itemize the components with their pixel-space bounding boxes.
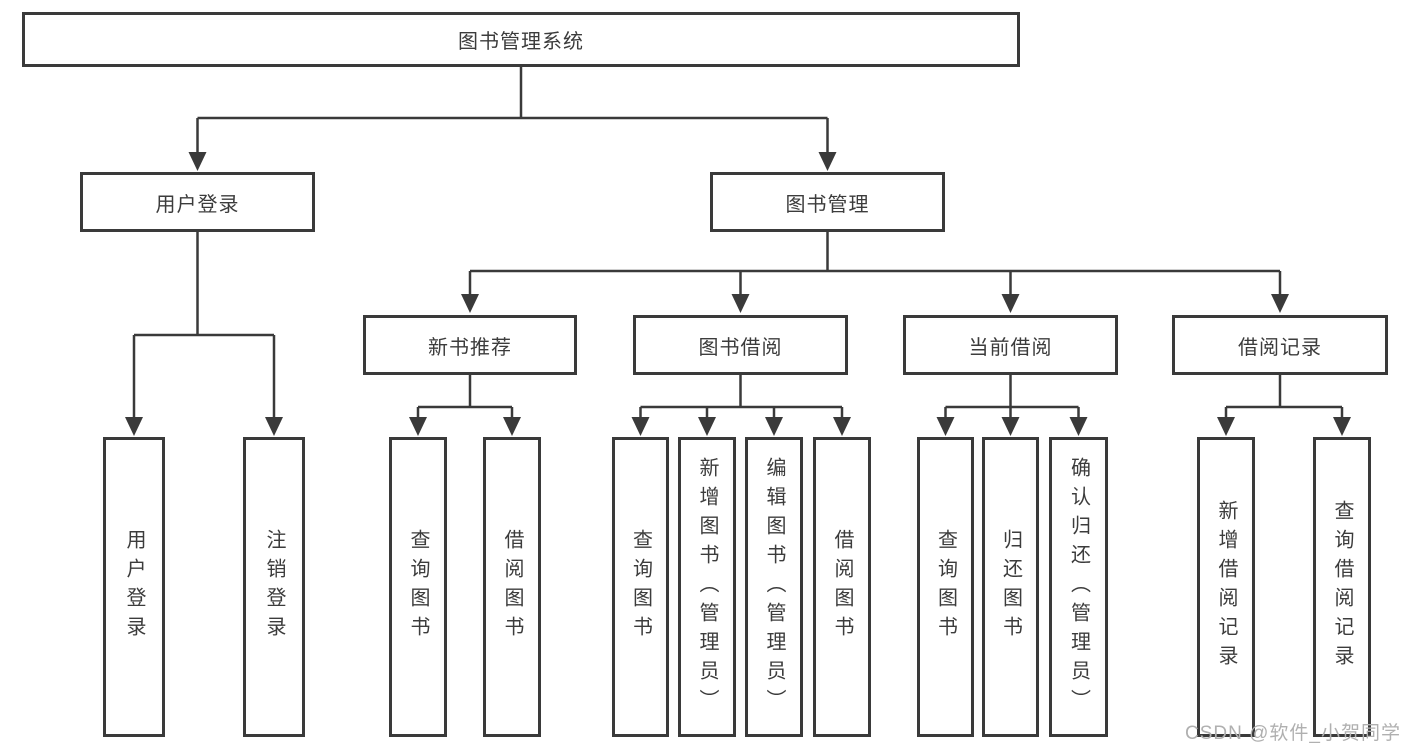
leaf-confirm-return-admin-label: 确认归还（管理员） <box>1067 456 1090 718</box>
leaf-add-borrow-record: 新增借阅记录 <box>1197 437 1255 737</box>
arrowheads <box>125 152 1351 436</box>
leaf-current-query-books-label: 查询图书 <box>934 529 957 645</box>
leaf-edit-books-admin-label: 编辑图书（管理员） <box>763 456 785 718</box>
leaf-user-login: 用户登录 <box>103 437 165 737</box>
leaf-borrow-books: 借阅图书 <box>813 437 871 737</box>
node-book-management-label: 图书管理 <box>785 193 870 216</box>
leaf-query-borrow-record: 查询借阅记录 <box>1313 437 1371 737</box>
leaf-add-books-admin: 新增图书（管理员） <box>678 437 736 737</box>
leaf-return-books: 归还图书 <box>982 437 1039 737</box>
leaf-logout: 注销登录 <box>243 437 305 737</box>
node-current-borrowing-label: 当前借阅 <box>968 336 1053 359</box>
leaf-recommend-borrow-books-label: 借阅图书 <box>501 529 523 645</box>
node-new-book-recommend-label: 新书推荐 <box>428 336 512 359</box>
node-borrowing-records-label: 借阅记录 <box>1238 336 1322 359</box>
csdn-watermark: CSDN @软件_小贺同学 <box>1185 723 1401 744</box>
leaf-logout-label: 注销登录 <box>263 529 285 645</box>
node-current-borrowing: 当前借阅 <box>903 315 1118 375</box>
leaf-user-login-label: 用户登录 <box>123 529 145 645</box>
leaf-current-query-books: 查询图书 <box>917 437 974 737</box>
leaf-add-borrow-record-label: 新增借阅记录 <box>1215 500 1237 674</box>
node-user-login-label: 用户登录 <box>155 193 240 216</box>
leaf-borrowing-query-books: 查询图书 <box>612 437 669 737</box>
node-book-management: 图书管理 <box>710 172 945 232</box>
leaf-recommend-query-books-label: 查询图书 <box>407 529 429 645</box>
leaf-return-books-label: 归还图书 <box>999 529 1022 645</box>
node-root-label: 图书管理系统 <box>458 31 584 53</box>
leaf-recommend-borrow-books: 借阅图书 <box>483 437 541 737</box>
node-book-borrowing: 图书借阅 <box>633 315 848 375</box>
leaf-edit-books-admin: 编辑图书（管理员） <box>745 437 803 737</box>
leaf-recommend-query-books: 查询图书 <box>389 437 447 737</box>
leaf-query-borrow-record-label: 查询借阅记录 <box>1331 500 1353 674</box>
node-book-borrowing-label: 图书借阅 <box>698 336 783 359</box>
leaf-borrowing-query-books-label: 查询图书 <box>629 529 652 645</box>
leaf-borrow-books-label: 借阅图书 <box>831 529 853 645</box>
node-new-book-recommend: 新书推荐 <box>363 315 577 375</box>
leaf-confirm-return-admin: 确认归还（管理员） <box>1049 437 1108 737</box>
tree-connector-path <box>132 66 1344 421</box>
node-root: 图书管理系统 <box>22 12 1020 67</box>
node-user-login: 用户登录 <box>80 172 315 232</box>
node-borrowing-records: 借阅记录 <box>1172 315 1388 375</box>
leaf-add-books-admin-label: 新增图书（管理员） <box>696 456 718 718</box>
